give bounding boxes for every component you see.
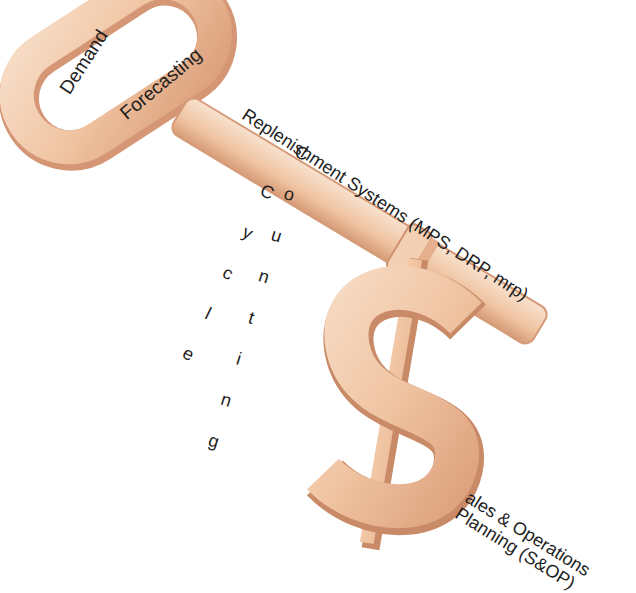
dollar-bit bbox=[323, 266, 468, 540]
dollar-s bbox=[323, 288, 466, 506]
key-label: ales & Operations Planning (S&OP) bbox=[452, 488, 612, 593]
